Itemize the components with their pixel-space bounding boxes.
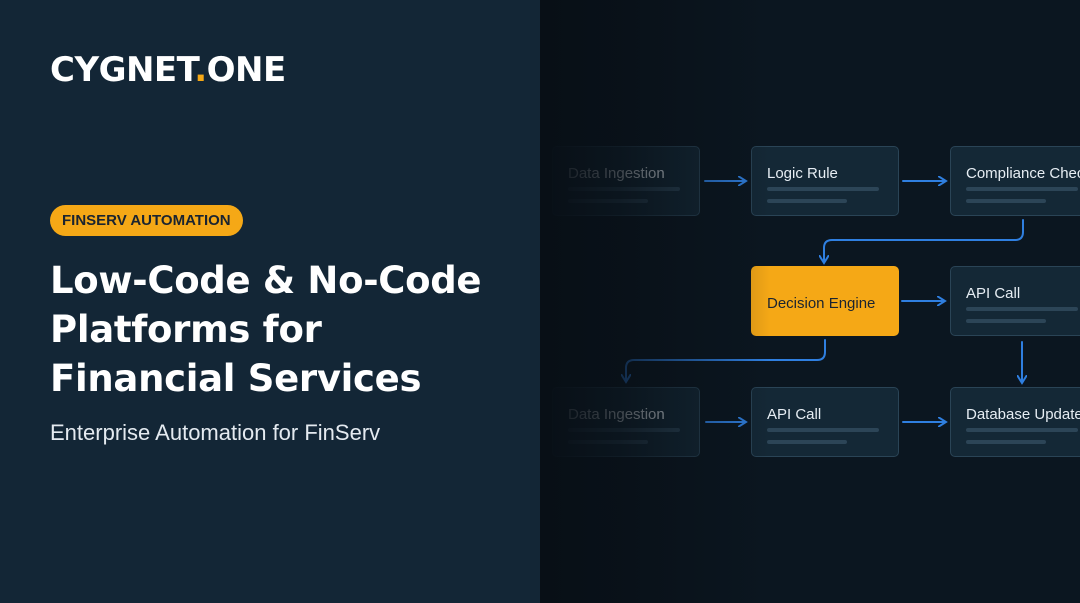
node-label: API Call	[966, 285, 1021, 302]
subtitle: Enterprise Automation for FinServ	[50, 420, 381, 445]
placeholder-line	[568, 187, 680, 191]
brand-dot: .	[194, 50, 207, 90]
node-data-ingestion-top: Data Ingestion	[552, 146, 700, 216]
node-label: API Call	[767, 406, 822, 423]
placeholder-line	[568, 428, 680, 432]
placeholder-line	[568, 199, 648, 203]
node-data-ingestion-bottom: Data Ingestion	[552, 387, 700, 457]
placeholder-line	[767, 440, 847, 444]
headline-line-2: Platforms for	[50, 308, 322, 351]
placeholder-line	[767, 199, 847, 203]
node-logic-rule: Logic Rule	[751, 146, 899, 216]
node-label: Database Update	[966, 406, 1080, 423]
placeholder-line	[966, 440, 1046, 444]
brand-suffix: ONE	[206, 50, 287, 90]
placeholder-line	[966, 307, 1078, 311]
headline-line-1: Low-Code & No-Code	[50, 259, 482, 302]
node-label: Data Ingestion	[568, 406, 665, 423]
category-badge: FINSERV AUTOMATION	[50, 205, 243, 236]
node-api-call-right: API Call	[950, 266, 1080, 336]
node-label: Decision Engine	[767, 295, 876, 312]
placeholder-line	[966, 187, 1078, 191]
brand-logo: CYGNET.ONE	[50, 50, 286, 90]
node-label: Data Ingestion	[568, 165, 665, 182]
headline-line-3: Financial Services	[50, 357, 422, 400]
placeholder-line	[966, 428, 1078, 432]
node-api-call-bottom: API Call	[751, 387, 899, 457]
arrow-compliance-to-decision	[824, 219, 1024, 262]
left-panel: CYGNET.ONE FINSERV AUTOMATION Low-Code &…	[0, 0, 540, 603]
placeholder-line	[966, 319, 1046, 323]
node-label: Compliance Check	[966, 165, 1080, 182]
brand-name: CYGNET	[50, 50, 195, 90]
node-decision-engine: Decision Engine	[751, 266, 899, 336]
headline: Low-Code & No-Code Platforms for Financi…	[50, 256, 520, 403]
placeholder-line	[767, 428, 879, 432]
placeholder-line	[966, 199, 1046, 203]
node-label: Logic Rule	[767, 165, 838, 182]
workflow-diagram: Data Ingestion Logic Rule Compliance Che…	[540, 0, 1080, 603]
node-compliance-check: Compliance Check	[950, 146, 1080, 216]
node-database-update: Database Update	[950, 387, 1080, 457]
placeholder-line	[568, 440, 648, 444]
placeholder-line	[767, 187, 879, 191]
arrow-decision-to-ingestion	[626, 339, 826, 381]
